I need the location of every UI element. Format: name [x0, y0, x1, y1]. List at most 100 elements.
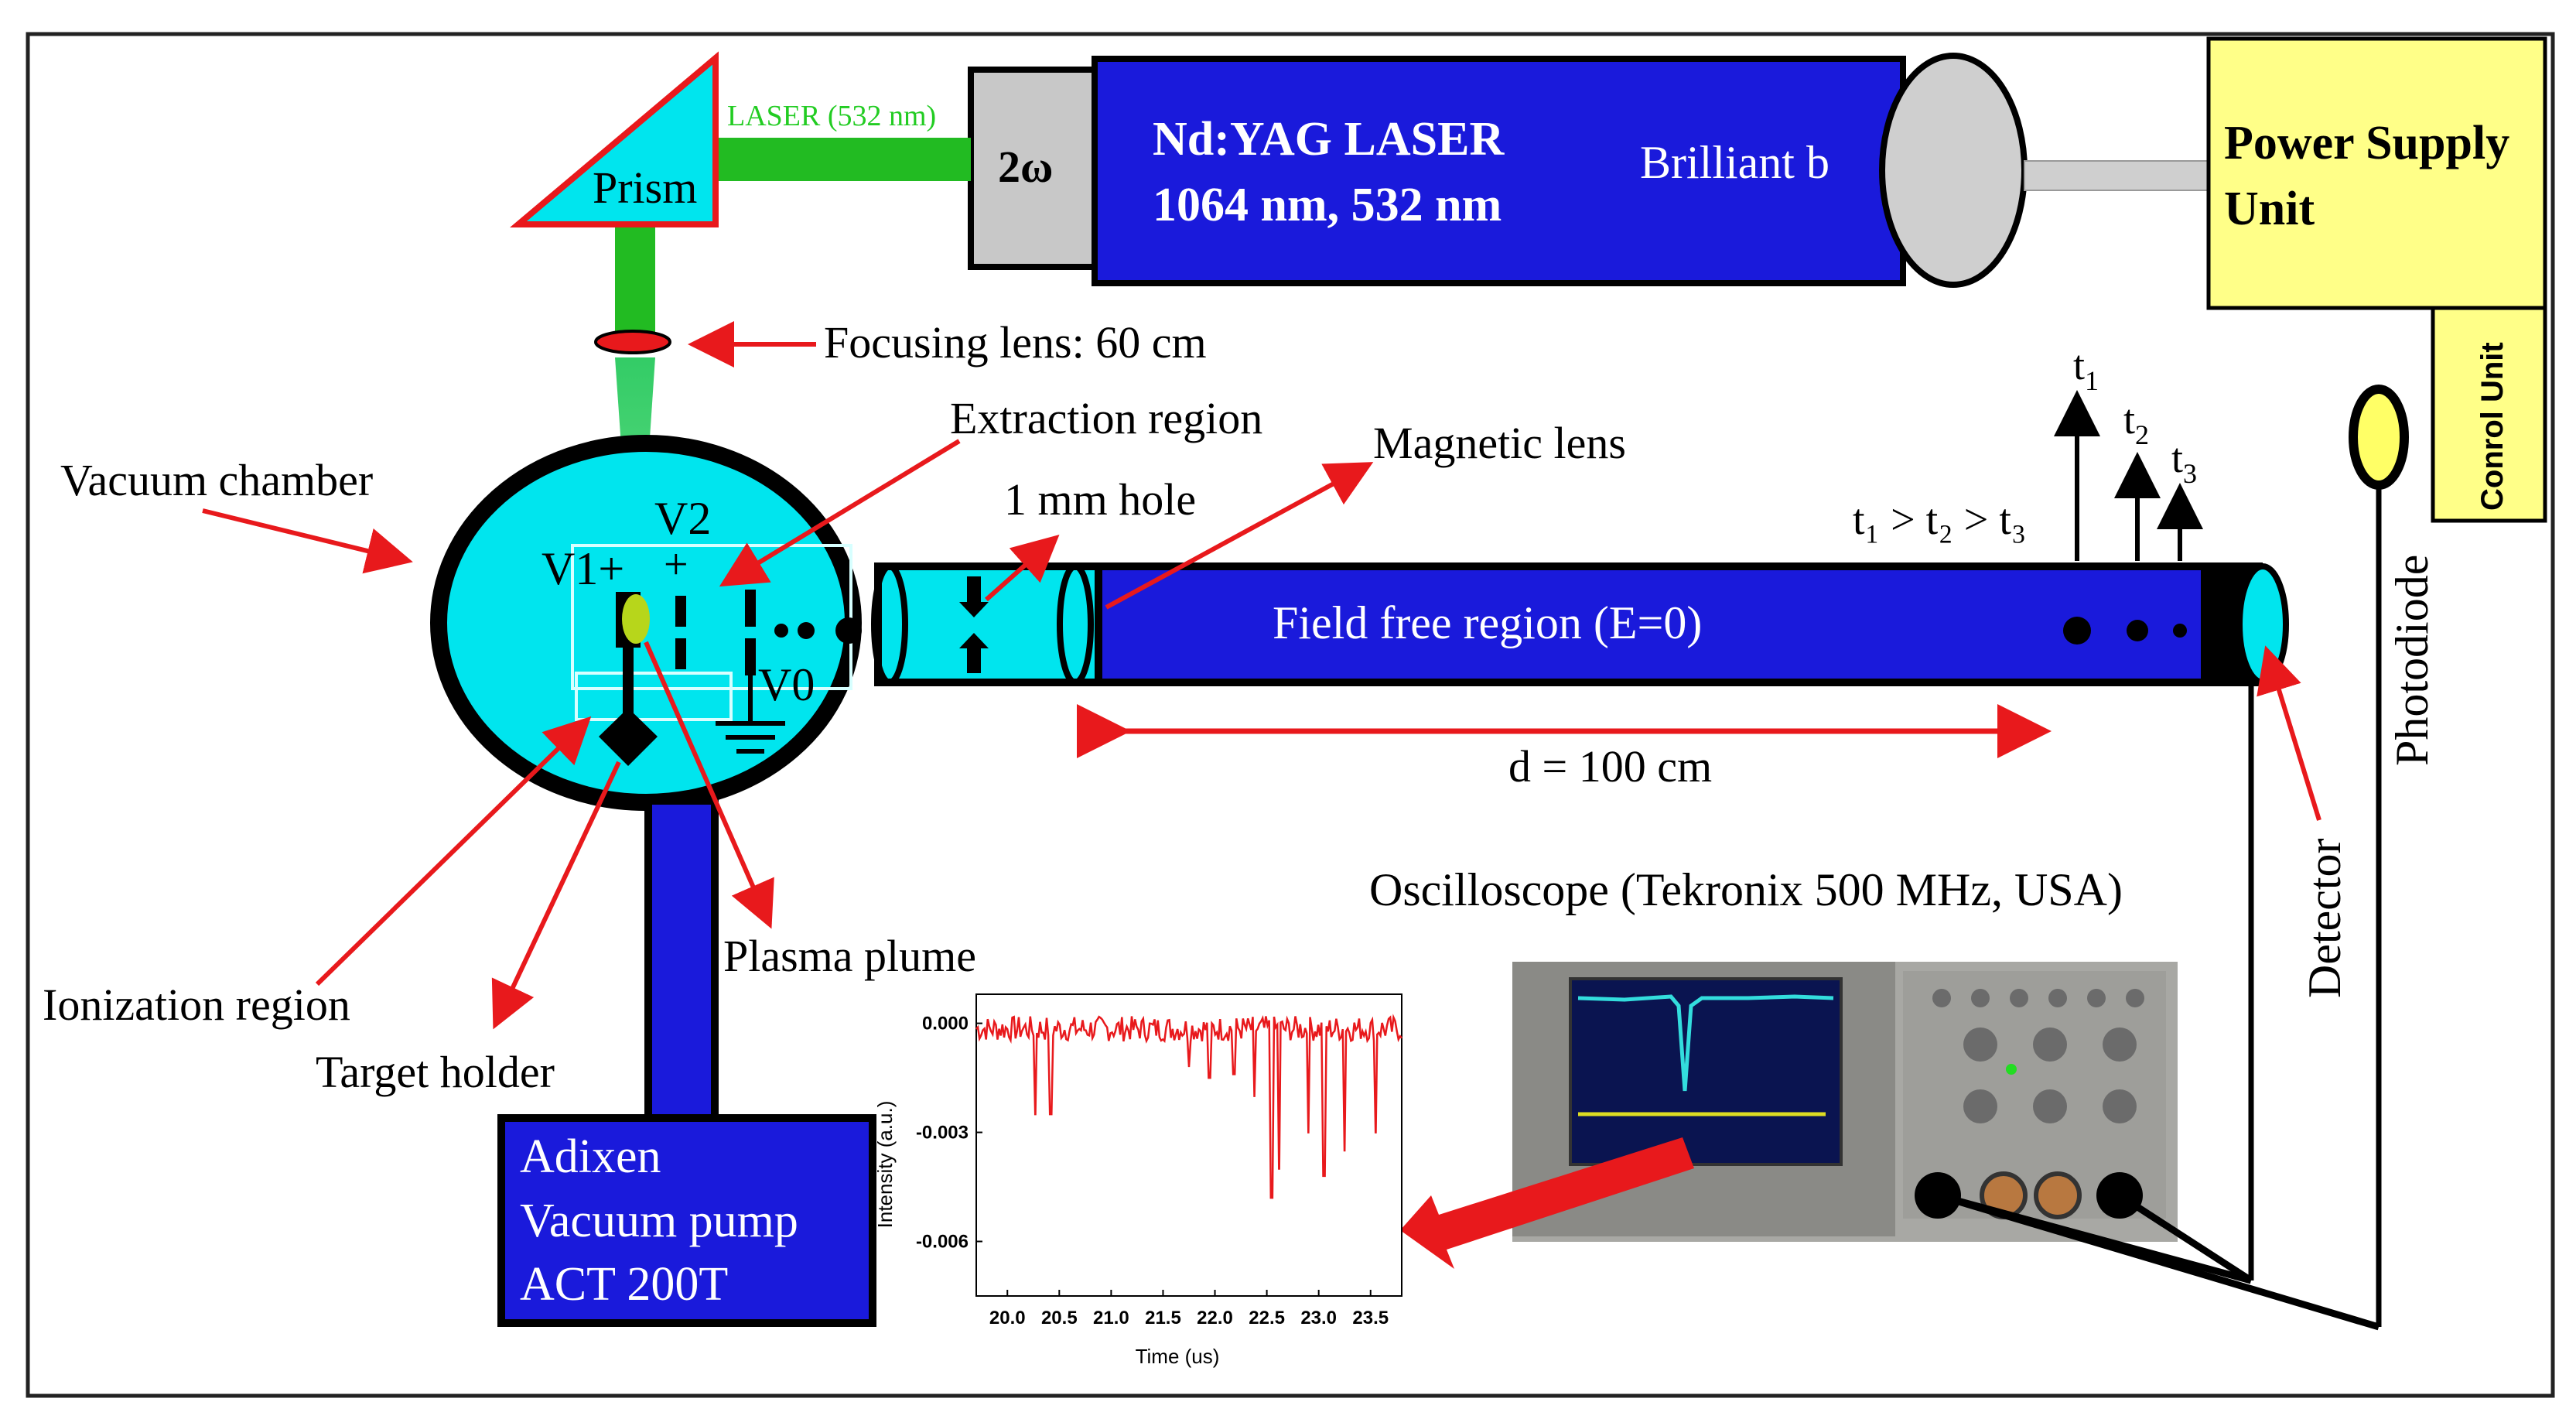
target-rod: [623, 648, 634, 713]
pump-line2: Vacuum pump: [520, 1195, 798, 1247]
aperture-tip-upper: [959, 602, 989, 617]
ion-dot-t2: [2127, 620, 2148, 641]
photodiode-label: Photodiode: [2386, 555, 2438, 766]
target-holder-pointer: [491, 761, 621, 1030]
pump-pipe: [644, 797, 719, 1122]
ion-dot-t1: [2063, 617, 2091, 645]
electrode-v0-upper: [745, 590, 756, 627]
chart-y-axis: 0.000 -0.003 -0.006: [916, 1014, 982, 1253]
pump-body: [497, 1114, 876, 1327]
laser-end-cap: [1879, 53, 2028, 288]
hole-label: 1 mm hole: [1004, 474, 1196, 525]
aperture-upper: [967, 576, 981, 607]
chart-y-tick-label: -0.006: [916, 1232, 969, 1253]
chart-x-tick-label: 21.0: [1093, 1308, 1129, 1328]
v0-label: V0: [758, 659, 815, 710]
chart-x-tick-label: 23.5: [1352, 1308, 1389, 1328]
detector-label: Detector: [2299, 838, 2350, 998]
laser-system: 2ω Nd:YAG LASER 1064 nm, 532 nm Brillian…: [968, 53, 2209, 288]
vertical-laser-beam: [615, 224, 655, 337]
photodiode-sensor: [2349, 385, 2409, 490]
outer-frame: [26, 32, 2555, 1398]
chart-x-tick-label: 20.5: [1041, 1308, 1078, 1328]
control-unit-label: Conrol Unit: [2475, 342, 2509, 511]
pump-line3: ACT 200T: [520, 1258, 728, 1311]
ion-packet-large: [835, 617, 862, 644]
laser-model: Brilliant b: [1640, 137, 1830, 188]
chart-y-tick-label: 0.000: [922, 1014, 969, 1034]
ion-packet-small: [774, 624, 788, 638]
photodiode-to-scope-cable: [1936, 1192, 2380, 1331]
time-order-label: t₁ > t₂ > t₃: [1853, 496, 2026, 544]
chart-y-label: Intensity (a.u.): [873, 1101, 897, 1229]
laser-wavelengths: 1064 nm, 532 nm: [1153, 179, 1502, 231]
pump-line1: Adixen: [520, 1130, 661, 1183]
extraction-guide-box: [571, 544, 852, 690]
tube-entrance-ring: [871, 563, 908, 686]
oscilloscope-label: Oscilloscope (Tekronix 500 MHz, USA): [1369, 864, 2123, 915]
oscilloscope-trace: [1577, 994, 1834, 1092]
power-supply-box: [2206, 36, 2547, 310]
power-supply-unit: Power Supply Unit: [2206, 36, 2547, 310]
oscilloscope-input-3: [2034, 1171, 2082, 1219]
focusing-lens-label: Focusing lens: 60 cm: [824, 317, 1207, 368]
target-holder-label: Target holder: [316, 1047, 555, 1097]
oscilloscope-led: [2006, 1064, 2017, 1075]
electrode-v2-upper: [675, 596, 686, 627]
annotations: Focusing lens: 60 cm Extraction region M…: [43, 317, 1626, 1097]
detector-pointer: [2257, 645, 2321, 821]
detector-to-scope-cable-2: [2117, 1192, 2253, 1284]
t2-label: t2: [2123, 396, 2149, 450]
chart-y-tick-label: -0.003: [916, 1123, 969, 1144]
chart-x-tick-label: 22.5: [1249, 1308, 1285, 1328]
aperture-tip-lower: [959, 633, 989, 648]
hole-pointer: [985, 535, 1060, 602]
control-unit: Conrol Unit: [2431, 306, 2547, 523]
t3-label: t3: [2171, 435, 2197, 489]
laser-psu-cable: [2024, 160, 2209, 191]
chart-x-tick-label: 20.0: [989, 1308, 1026, 1328]
vacuum-chamber-label: Vacuum chamber: [60, 455, 373, 505]
spectrum-series-line: [975, 1014, 1402, 1199]
ionization-region-label: Ionization region: [43, 980, 350, 1030]
nd-yag-laser-body: [1092, 56, 1906, 286]
detector-cable: [2248, 679, 2263, 1281]
chart-plot-area: [975, 993, 1402, 1297]
vacuum-pump: Adixen Vacuum pump ACT 200T: [497, 797, 876, 1327]
focusing-lens: [594, 330, 671, 354]
prism-label: Prism: [593, 162, 697, 213]
magnetic-lens-pointer: [1105, 462, 1374, 610]
extraction-region-pointer: [719, 439, 961, 587]
extraction-region-label: Extraction region: [950, 393, 1262, 443]
v1-label: V1+: [542, 543, 624, 594]
ionization-region-pointer: [315, 716, 592, 986]
v2-plus-label: +: [664, 541, 688, 589]
ion-packet-medium: [798, 622, 815, 639]
oscilloscope-knobs: [1932, 989, 2144, 1123]
plasma-plume-shape: [622, 594, 650, 644]
oscilloscope-device: [1512, 962, 2178, 1242]
flight-tube: Field free region (E=0): [871, 562, 2289, 686]
plasma-plume-label: Plasma plume: [723, 931, 976, 981]
chart-x-label: Time (us): [1136, 1345, 1220, 1368]
beam-path: LASER (532 nm) Prism: [510, 51, 971, 611]
power-supply-line2: Unit: [2224, 183, 2315, 235]
magnetic-lens-label: Magnetic lens: [1373, 418, 1626, 468]
chart-x-tick-label: 22.0: [1197, 1308, 1233, 1328]
doubler-label: 2ω: [998, 142, 1053, 192]
vacuum-chamber-pointer: [202, 508, 413, 574]
field-free-label: Field free region (E=0): [1273, 597, 1702, 648]
ion-dot-t3: [2173, 624, 2187, 638]
laser-title: Nd:YAG LASER: [1153, 113, 1505, 166]
laser-beam-label: LASER (532 nm): [727, 100, 936, 132]
aperture-lower: [967, 642, 981, 673]
plasma-plume-pointer: [644, 641, 774, 929]
scope-to-chart-arrow: [1400, 1137, 1694, 1269]
v2-label: V2: [654, 493, 711, 544]
photodiode-assembly: Photodiode: [2349, 385, 2438, 1327]
t1-label: t1: [2073, 342, 2099, 396]
